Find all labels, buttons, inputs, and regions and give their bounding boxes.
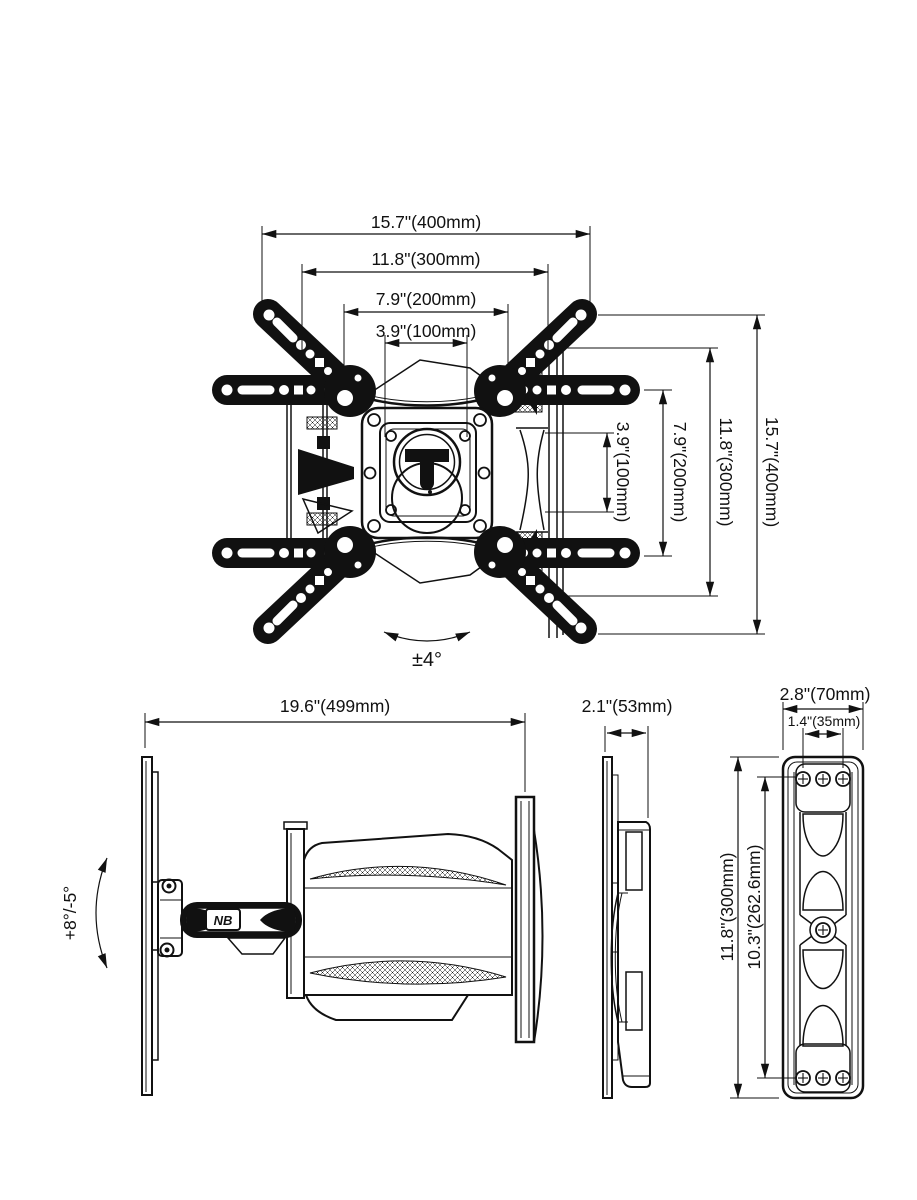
- brand-logo-text: NB: [214, 913, 233, 928]
- dim-label-plate-height: 11.8"(300mm): [717, 853, 737, 962]
- dim-label-plate-width: 2.8"(70mm): [780, 684, 871, 704]
- front-vertical-dimensions: 3.9"(100mm) 7.9"(200mm) 11.8"(300mm) 15.…: [545, 314, 782, 635]
- dim-label-hole-height: 10.3"(262.6mm): [744, 845, 764, 970]
- tilt-annotation: +8°/-5°: [60, 857, 108, 969]
- swivel-arrow-icon: [383, 631, 471, 642]
- side-view-collapsed: 2.1"(53mm): [582, 696, 673, 1099]
- dim-label-height-200: 7.9"(200mm): [670, 422, 690, 523]
- dim-label-width-400: 15.7"(400mm): [371, 212, 481, 232]
- dim-label-width-100: 3.9"(100mm): [376, 321, 477, 341]
- dim-label-height-300: 11.8"(300mm): [716, 418, 736, 527]
- wall-plate-view: 2.8"(70mm) 1.4"(35mm) 11.8"(300mm) 10.3"…: [717, 684, 871, 1100]
- swivel-annotation: ±4°: [383, 631, 471, 671]
- tilt-range-label: +8°/-5°: [60, 886, 80, 940]
- arm-pivot-hubs: [324, 365, 526, 578]
- front-horizontal-dimensions: 15.7"(400mm) 11.8"(300mm) 7.9"(200mm) 3.…: [261, 212, 591, 437]
- front-view: 15.7"(400mm) 11.8"(300mm) 7.9"(200mm) 3.…: [212, 212, 782, 671]
- dim-label-depth: 2.1"(53mm): [582, 696, 673, 716]
- dim-label-height-400: 15.7"(400mm): [762, 417, 782, 527]
- side-collapsed-dimension: 2.1"(53mm): [582, 696, 673, 818]
- dim-label-width-200: 7.9"(200mm): [376, 289, 477, 309]
- brand-logo-badge: [205, 908, 241, 931]
- tilt-arrow-icon: [95, 857, 108, 969]
- dim-label-height-100: 3.9"(100mm): [613, 422, 633, 523]
- swivel-angle-label: ±4°: [412, 649, 442, 671]
- side-collapsed-drawing: [602, 756, 651, 1099]
- center-vesa-plate: [360, 406, 494, 540]
- front-view-drawing: [212, 299, 640, 644]
- side-extended-drawing: NB: [141, 756, 544, 1096]
- side-extended-dimension: 19.6"(499mm): [144, 696, 526, 792]
- wall-plate-dimensions: 2.8"(70mm) 1.4"(35mm) 11.8"(300mm) 10.3"…: [717, 684, 871, 1099]
- mounting-screw-holes: [795, 771, 851, 1086]
- dim-label-hole-spacing: 1.4"(35mm): [788, 713, 861, 729]
- dim-label-extension: 19.6"(499mm): [280, 696, 390, 716]
- dim-label-width-300: 11.8"(300mm): [372, 249, 481, 269]
- side-view-extended: NB 19.6"(499mm) +8°/-: [60, 696, 544, 1096]
- wall-plate-drawing: [781, 755, 865, 1100]
